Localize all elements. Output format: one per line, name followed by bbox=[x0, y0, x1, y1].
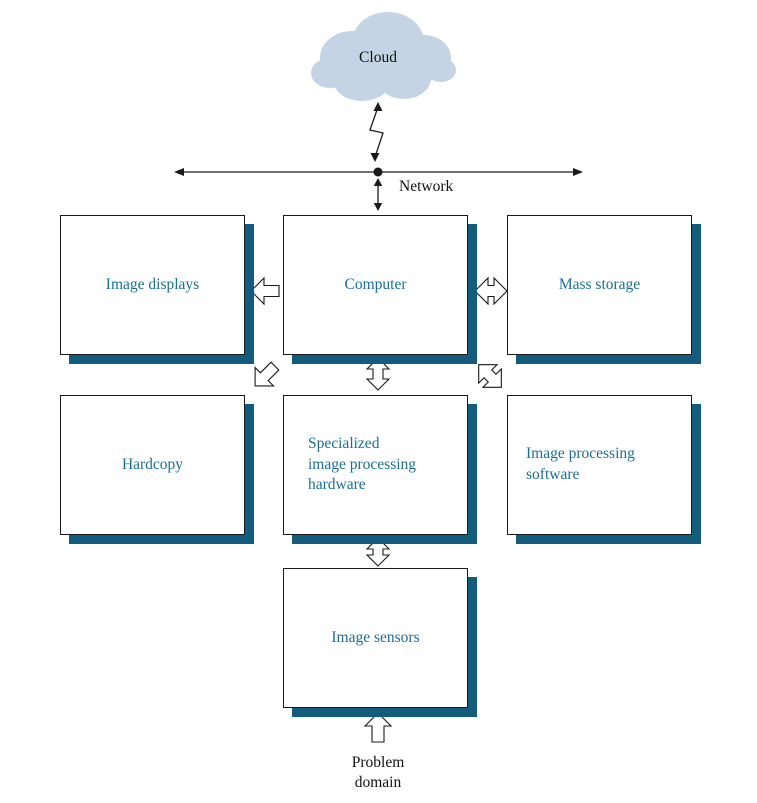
image-sensors-label: Image sensors bbox=[331, 628, 420, 646]
hardcopy-label: Hardcopy bbox=[121, 455, 184, 473]
image-sensors-box: Image sensors bbox=[283, 568, 468, 708]
network-node-dot bbox=[373, 167, 383, 177]
arrow-computer-to-displays bbox=[250, 276, 280, 306]
arrow-specialized-sensors bbox=[365, 537, 391, 567]
cloud-label: Cloud bbox=[359, 49, 397, 66]
arrow-computer-mass-storage bbox=[474, 276, 508, 306]
hardcopy-box: Hardcopy bbox=[60, 395, 245, 535]
image-processing-software-box: Image processing software bbox=[507, 395, 692, 535]
computer-box: Computer bbox=[283, 215, 468, 355]
arrow-problem-domain-to-sensors bbox=[363, 712, 393, 743]
mass-storage-box: Mass storage bbox=[507, 215, 692, 355]
cloud-icon bbox=[311, 12, 456, 101]
image-displays-box: Image displays bbox=[60, 215, 245, 355]
problem-domain-label: Problem domain bbox=[351, 754, 405, 792]
arrow-computer-software bbox=[478, 364, 502, 388]
lightning-link-icon bbox=[369, 102, 384, 162]
specialized-hardware-box: Specialized image processing hardware bbox=[283, 395, 468, 535]
image-displays-label: Image displays bbox=[105, 275, 200, 293]
network-computer-link bbox=[373, 178, 383, 211]
network-label: Network bbox=[399, 178, 454, 195]
arrow-computer-specialized bbox=[365, 357, 391, 391]
network-line bbox=[174, 167, 583, 177]
mass-storage-label: Mass storage bbox=[558, 275, 641, 293]
image-processing-software-label: Image processing software bbox=[526, 445, 635, 483]
computer-label: Computer bbox=[344, 275, 407, 293]
specialized-hardware-label: Specialized image processing hardware bbox=[308, 434, 417, 494]
arrow-computer-to-hardcopy bbox=[254, 361, 280, 387]
